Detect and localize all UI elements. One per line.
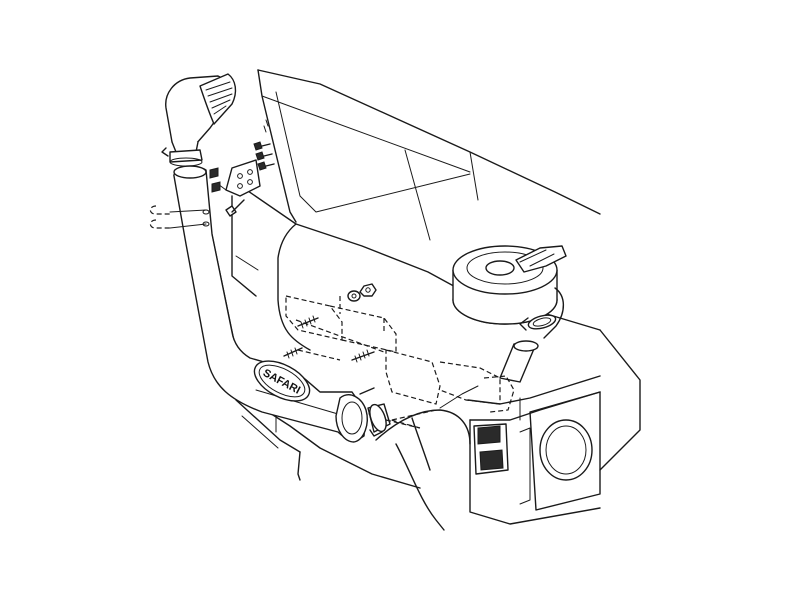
bonnet-panel [467,295,641,525]
lower-joiner-hose [367,403,421,437]
headlight [519,391,601,511]
mounting-bracket [217,159,261,197]
cutout-template [275,295,515,429]
snorkel-body: SAFARI [173,165,368,443]
air-cleaner [452,245,567,339]
nut-washer [347,283,377,302]
air-intake-hose [499,314,557,383]
wheel-arch [375,385,479,531]
left-fasteners [149,205,210,229]
vehicle-windshield-frame [257,69,601,241]
snorkel-air-ram [161,73,237,167]
indicator-lamp [473,423,509,475]
bracket-screws [209,119,275,217]
mounting-studs [283,315,375,395]
